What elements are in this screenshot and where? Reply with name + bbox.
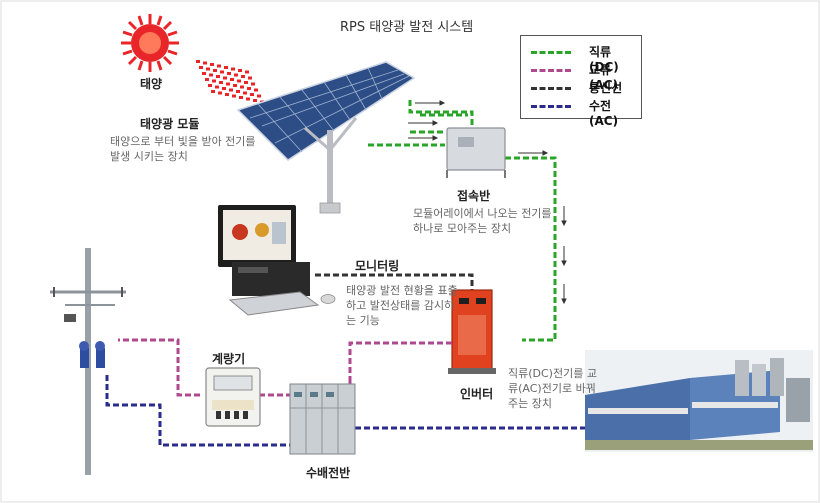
sunlight-dot <box>257 94 261 98</box>
inverter-icon <box>448 289 496 374</box>
sunlight-dot <box>232 94 236 98</box>
sunlight-dot <box>233 84 237 87</box>
grid-supply-lines <box>105 375 585 447</box>
sunlight-dot <box>246 97 250 101</box>
legend-item-dc: 직류(DC) <box>531 44 636 74</box>
sunlight-dot <box>211 90 215 93</box>
sunlight-dot <box>224 66 228 69</box>
legend-item-ac: 교류(AC) <box>531 62 636 92</box>
sunlight-dot <box>223 76 227 80</box>
legend-label-dc: 직류(DC) <box>589 45 619 74</box>
meter-icon <box>205 367 261 427</box>
sunlight-dot <box>220 70 224 74</box>
sunlight-dot <box>254 88 258 92</box>
sunlight-dot <box>208 84 212 87</box>
module-label: 태양광 모듈 <box>140 117 200 131</box>
sunlight-dot <box>215 85 219 89</box>
sunlight-dot <box>212 79 216 83</box>
legend-swatch-ac <box>531 69 571 72</box>
sunlight-dot <box>237 79 241 83</box>
legend-item-grid: 수전(AC) <box>531 98 636 128</box>
sunlight-dot <box>253 99 257 102</box>
monitoring-description: 태양광 발전 현황을 표출하고 발전상태를 감시하는 기능 <box>346 284 458 327</box>
sunlight-dot <box>210 63 214 66</box>
sunlight-dot <box>236 90 240 93</box>
switchboard-icon <box>289 383 356 455</box>
solar-panel-icon <box>236 61 416 214</box>
sunlight-dot <box>216 75 220 78</box>
sunlight-dot <box>196 60 200 63</box>
sunlight-dot <box>244 81 248 84</box>
legend-label-comm: 통신선 <box>589 81 623 95</box>
sunlight-dot <box>230 78 234 81</box>
sunlight-dot <box>243 91 247 95</box>
sunlight-dot <box>247 87 251 90</box>
sunlight-dot <box>248 76 252 80</box>
sunlight-dot <box>203 61 207 65</box>
legend-label-grid: 수전(AC) <box>589 99 619 128</box>
junction-description: 모듈어레이에서 나오는 전기를 하나로 모아주는 장치 <box>413 207 552 235</box>
sunlight-dot <box>205 78 209 81</box>
sunlight-dot <box>226 82 230 86</box>
sunlight-dot <box>231 67 235 71</box>
junction-box-icon <box>446 127 506 178</box>
legend-swatch-comm <box>531 87 571 90</box>
sunlight-dot <box>219 81 223 84</box>
utility-pole-icon <box>50 248 126 475</box>
sunlight-dot <box>250 93 254 96</box>
sunlight-dot <box>239 96 243 99</box>
switchboard-label: 수배전반 <box>306 466 351 480</box>
sunlight-dot <box>225 93 229 96</box>
dc-direction-arrows <box>408 100 567 305</box>
sunlight-dot <box>218 91 222 95</box>
sunlight-dot <box>227 72 231 75</box>
sunlight-rays <box>196 60 264 104</box>
junction-label: 접속반 <box>457 189 491 203</box>
communication-line <box>315 273 474 290</box>
monitoring-pc-icon <box>218 205 336 316</box>
ac-lines <box>118 338 452 420</box>
sunlight-dot <box>199 66 203 69</box>
factory-building-icon <box>585 350 813 452</box>
meter-label: 계량기 <box>212 352 246 366</box>
legend-item-comm: 통신선 <box>531 80 636 96</box>
sunlight-dot <box>234 73 238 77</box>
sunlight-dot <box>241 75 245 78</box>
sunlight-dot <box>217 64 221 68</box>
legend-swatch-grid <box>531 105 571 108</box>
sunlight-dot <box>229 88 233 92</box>
legend-swatch-dc <box>531 51 571 54</box>
module-description: 태양으로 부터 빛을 받아 전기를 발생 시키는 장치 <box>110 135 256 163</box>
monitoring-label: 모니터링 <box>355 259 400 273</box>
sunlight-dot <box>202 72 206 75</box>
legend-label-ac: 교류(AC) <box>589 63 619 92</box>
sun-label: 태양 <box>140 77 163 91</box>
sun-icon <box>121 14 179 72</box>
sunlight-dot <box>251 82 255 86</box>
sunlight-dot <box>245 70 249 74</box>
inverter-description: 직류(DC)전기를 교류(AC)전기로 바꿔주는 장치 <box>508 367 597 410</box>
sunlight-dot <box>222 87 226 90</box>
sunlight-dot <box>213 69 217 72</box>
diagram-title: RPS 태양광 발전 시스템 <box>340 20 474 35</box>
sunlight-dot <box>238 69 242 72</box>
legend: 직류(DC) 교류(AC) 통신선 수전(AC) <box>520 35 642 128</box>
sunlight-dot <box>240 85 244 89</box>
sunlight-dot <box>206 67 210 71</box>
sunlight-dot <box>209 73 213 77</box>
inverter-label: 인버터 <box>460 387 494 401</box>
dc-lines <box>368 100 557 342</box>
